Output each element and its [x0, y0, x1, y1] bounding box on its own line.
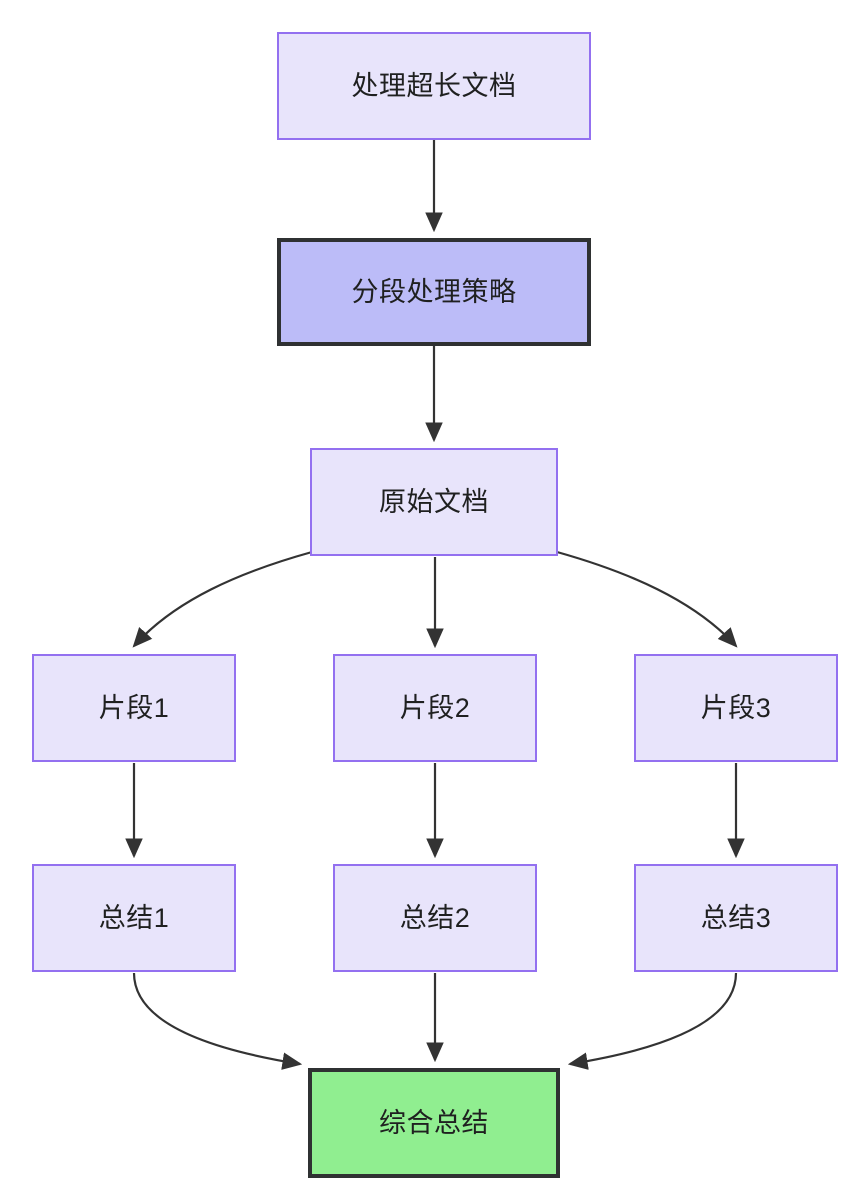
node-original-document[interactable]: 原始文档 — [310, 448, 558, 556]
node-label: 总结3 — [700, 902, 772, 933]
node-label: 总结2 — [399, 902, 471, 933]
node-summary-2[interactable]: 总结2 — [333, 864, 537, 972]
edge-n3-to-n4 — [132, 550, 313, 648]
node-combined-summary[interactable]: 综合总结 — [308, 1068, 560, 1178]
edge-n7-to-n10 — [132, 972, 303, 1070]
node-label: 原始文档 — [379, 486, 489, 517]
node-chunking-strategy[interactable]: 分段处理策略 — [277, 238, 591, 346]
edge-n3-to-n6 — [556, 550, 738, 648]
node-chunk-3[interactable]: 片段3 — [634, 654, 838, 762]
node-label: 分段处理策略 — [351, 276, 517, 307]
node-chunk-1[interactable]: 片段1 — [32, 654, 236, 762]
node-label: 总结1 — [98, 902, 170, 933]
node-label: 处理超长文档 — [351, 70, 517, 101]
node-chunk-2[interactable]: 片段2 — [333, 654, 537, 762]
node-summary-1[interactable]: 总结1 — [32, 864, 236, 972]
node-process-long-document[interactable]: 处理超长文档 — [277, 32, 591, 140]
node-label: 片段2 — [399, 692, 471, 723]
edge-n9-to-n10 — [567, 972, 738, 1070]
node-label: 综合总结 — [379, 1107, 489, 1138]
node-summary-3[interactable]: 总结3 — [634, 864, 838, 972]
node-label: 片段3 — [700, 692, 772, 723]
node-label: 片段1 — [98, 692, 170, 723]
